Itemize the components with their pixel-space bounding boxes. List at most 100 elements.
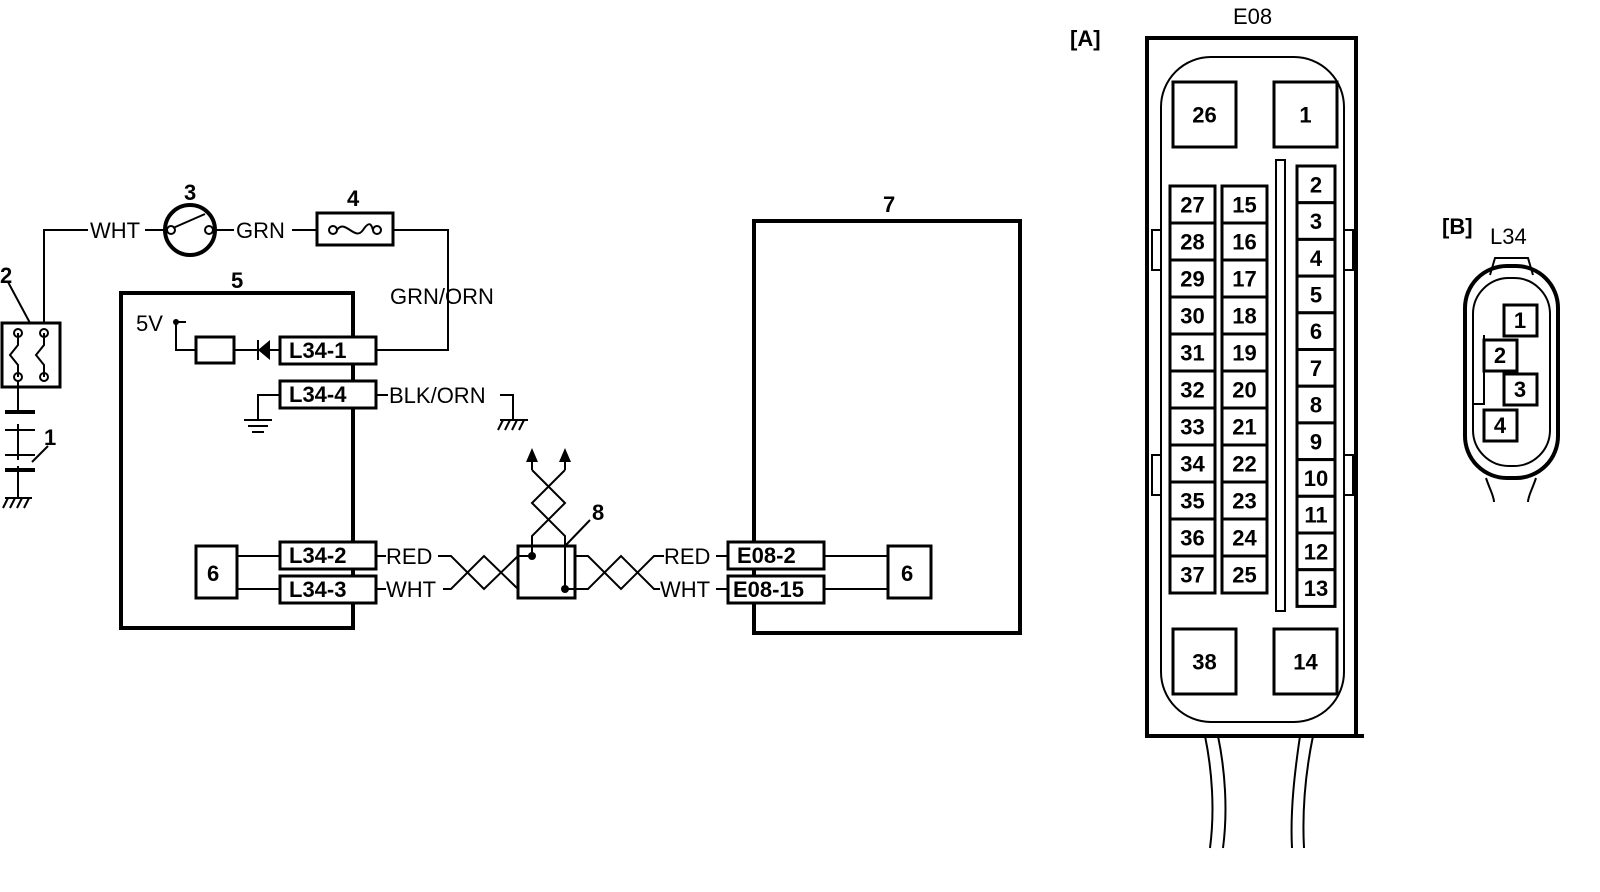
- e08-pin-13: 13: [1304, 576, 1328, 601]
- e08-pin-19: 19: [1232, 341, 1256, 366]
- terminal-e08-15: [726, 574, 826, 605]
- wire-label-grn-orn: GRN/ORN: [390, 284, 494, 309]
- callout-6-right: 6: [901, 561, 913, 586]
- wire-label-wht-right: WHT: [660, 577, 710, 602]
- e08-pin-17: 17: [1232, 267, 1256, 292]
- e08-pin-13-cell: [1295, 568, 1337, 608]
- e08-pin-33: 33: [1180, 415, 1204, 440]
- connector-b-tag: [B]: [1442, 214, 1473, 239]
- e08-pin-38: 38: [1192, 650, 1216, 675]
- connector-e08: [1145, 36, 1364, 849]
- terminal-e08-2: [726, 540, 826, 571]
- e08-pin-1-cell: [1272, 80, 1339, 149]
- e08-pin-19-cell: [1220, 332, 1269, 373]
- e08-pin-18: 18: [1232, 304, 1256, 329]
- l34-pin-2: 2: [1494, 343, 1506, 368]
- e08-pin-36: 36: [1180, 526, 1204, 551]
- e08-pin-3: 3: [1310, 209, 1322, 234]
- battery-assembly: [0, 281, 62, 509]
- e08-pin-36-cell: [1168, 517, 1217, 558]
- terminal-l34-2: [278, 540, 378, 571]
- connector-l34: [1463, 257, 1560, 503]
- e08-pin-21: 21: [1232, 415, 1256, 440]
- e08-pin-16: 16: [1232, 230, 1256, 255]
- e08-pin-31: 31: [1180, 341, 1204, 366]
- e08-pin-30: 30: [1180, 304, 1204, 329]
- e08-pin-27-cell: [1168, 184, 1217, 225]
- l34-pin-3: 3: [1514, 377, 1526, 402]
- e08-pin-26: 26: [1192, 103, 1216, 128]
- e08-pin-18-cell: [1220, 295, 1269, 336]
- terminal-l34-3-label: L34-3: [289, 577, 346, 602]
- e08-pin-31-cell: [1168, 332, 1217, 373]
- e08-pin-22-cell: [1220, 443, 1269, 484]
- e08-pin-9-cell: [1295, 421, 1337, 462]
- e08-pin-20: 20: [1232, 378, 1256, 403]
- callout-8: 8: [592, 500, 604, 525]
- e08-pin-33-cell: [1168, 406, 1217, 447]
- e08-pin-11: 11: [1304, 503, 1327, 528]
- e08-pin-29: 29: [1180, 267, 1204, 292]
- e08-pin-10: 10: [1304, 466, 1328, 491]
- e08-pin-30-cell: [1168, 295, 1217, 336]
- e08-pin-37-cell: [1168, 554, 1217, 595]
- e08-pin-8: 8: [1310, 393, 1322, 418]
- module-5-box: [119, 291, 355, 630]
- terminal-l34-1: [278, 335, 378, 366]
- module-7-box: [752, 219, 1022, 635]
- supply-5v-label: 5V: [136, 311, 163, 336]
- e08-pin-15: 15: [1232, 193, 1256, 218]
- callout-4: 4: [347, 186, 360, 211]
- e08-pin-32-cell: [1168, 369, 1217, 410]
- e08-pin-22: 22: [1232, 452, 1256, 477]
- e08-pin-26-cell: [1171, 80, 1238, 149]
- e08-pin-32: 32: [1180, 378, 1204, 403]
- e08-pin-5-cell: [1295, 274, 1337, 315]
- e08-pin-38-cell: [1171, 627, 1238, 696]
- callout-3: 3: [184, 180, 196, 205]
- e08-pin-25: 25: [1232, 563, 1256, 588]
- ignition-switch: [163, 203, 217, 257]
- callout-1: 1: [44, 425, 56, 450]
- e08-pin-28: 28: [1180, 230, 1204, 255]
- wire-label-grn: GRN: [236, 218, 285, 243]
- callout-7: 7: [883, 192, 895, 217]
- terminal-e08-2-label: E08-2: [737, 543, 796, 568]
- connector-b-name: L34: [1490, 224, 1527, 249]
- e08-pin-28-cell: [1168, 221, 1217, 262]
- e08-pin-12: 12: [1304, 539, 1328, 564]
- l34-pin-1: 1: [1514, 308, 1526, 333]
- wire-label-red-left: RED: [386, 544, 432, 569]
- e08-pin-9: 9: [1310, 429, 1322, 454]
- terminal-l34-2-label: L34-2: [289, 543, 346, 568]
- e08-pin-12-cell: [1295, 531, 1337, 572]
- terminal-e08-15-label: E08-15: [733, 577, 804, 602]
- wire-label-wht-left: WHT: [386, 577, 436, 602]
- terminal-l34-4-label: L34-4: [289, 382, 347, 407]
- e08-pin-4: 4: [1310, 246, 1323, 271]
- e08-pin-4-cell: [1295, 237, 1337, 278]
- main-fuse-box: [0, 321, 62, 389]
- callout-6-left: 6: [207, 561, 219, 586]
- e08-pin-35: 35: [1180, 489, 1204, 514]
- e08-pin-5: 5: [1310, 282, 1322, 307]
- callout-5: 5: [231, 268, 243, 293]
- diode: [258, 340, 270, 360]
- e08-pin-34: 34: [1180, 452, 1205, 477]
- e08-pin-7-cell: [1295, 348, 1337, 388]
- e08-pin-6-cell: [1295, 311, 1337, 351]
- e08-pin-24: 24: [1232, 526, 1257, 551]
- l34-pin-4: 4: [1494, 413, 1507, 438]
- wire-label-wht-top: WHT: [90, 218, 140, 243]
- e08-pin-23: 23: [1232, 489, 1256, 514]
- e08-pin-7: 7: [1310, 356, 1322, 381]
- e08-pin-27: 27: [1180, 193, 1204, 218]
- e08-pin-2: 2: [1310, 172, 1322, 197]
- callout-2: 2: [0, 263, 12, 288]
- e08-pin-6: 6: [1310, 319, 1322, 344]
- fuse: [315, 211, 395, 247]
- wire-label-red-right: RED: [664, 544, 710, 569]
- connector-a-name: E08: [1233, 4, 1272, 29]
- terminal-l34-3: [278, 574, 378, 605]
